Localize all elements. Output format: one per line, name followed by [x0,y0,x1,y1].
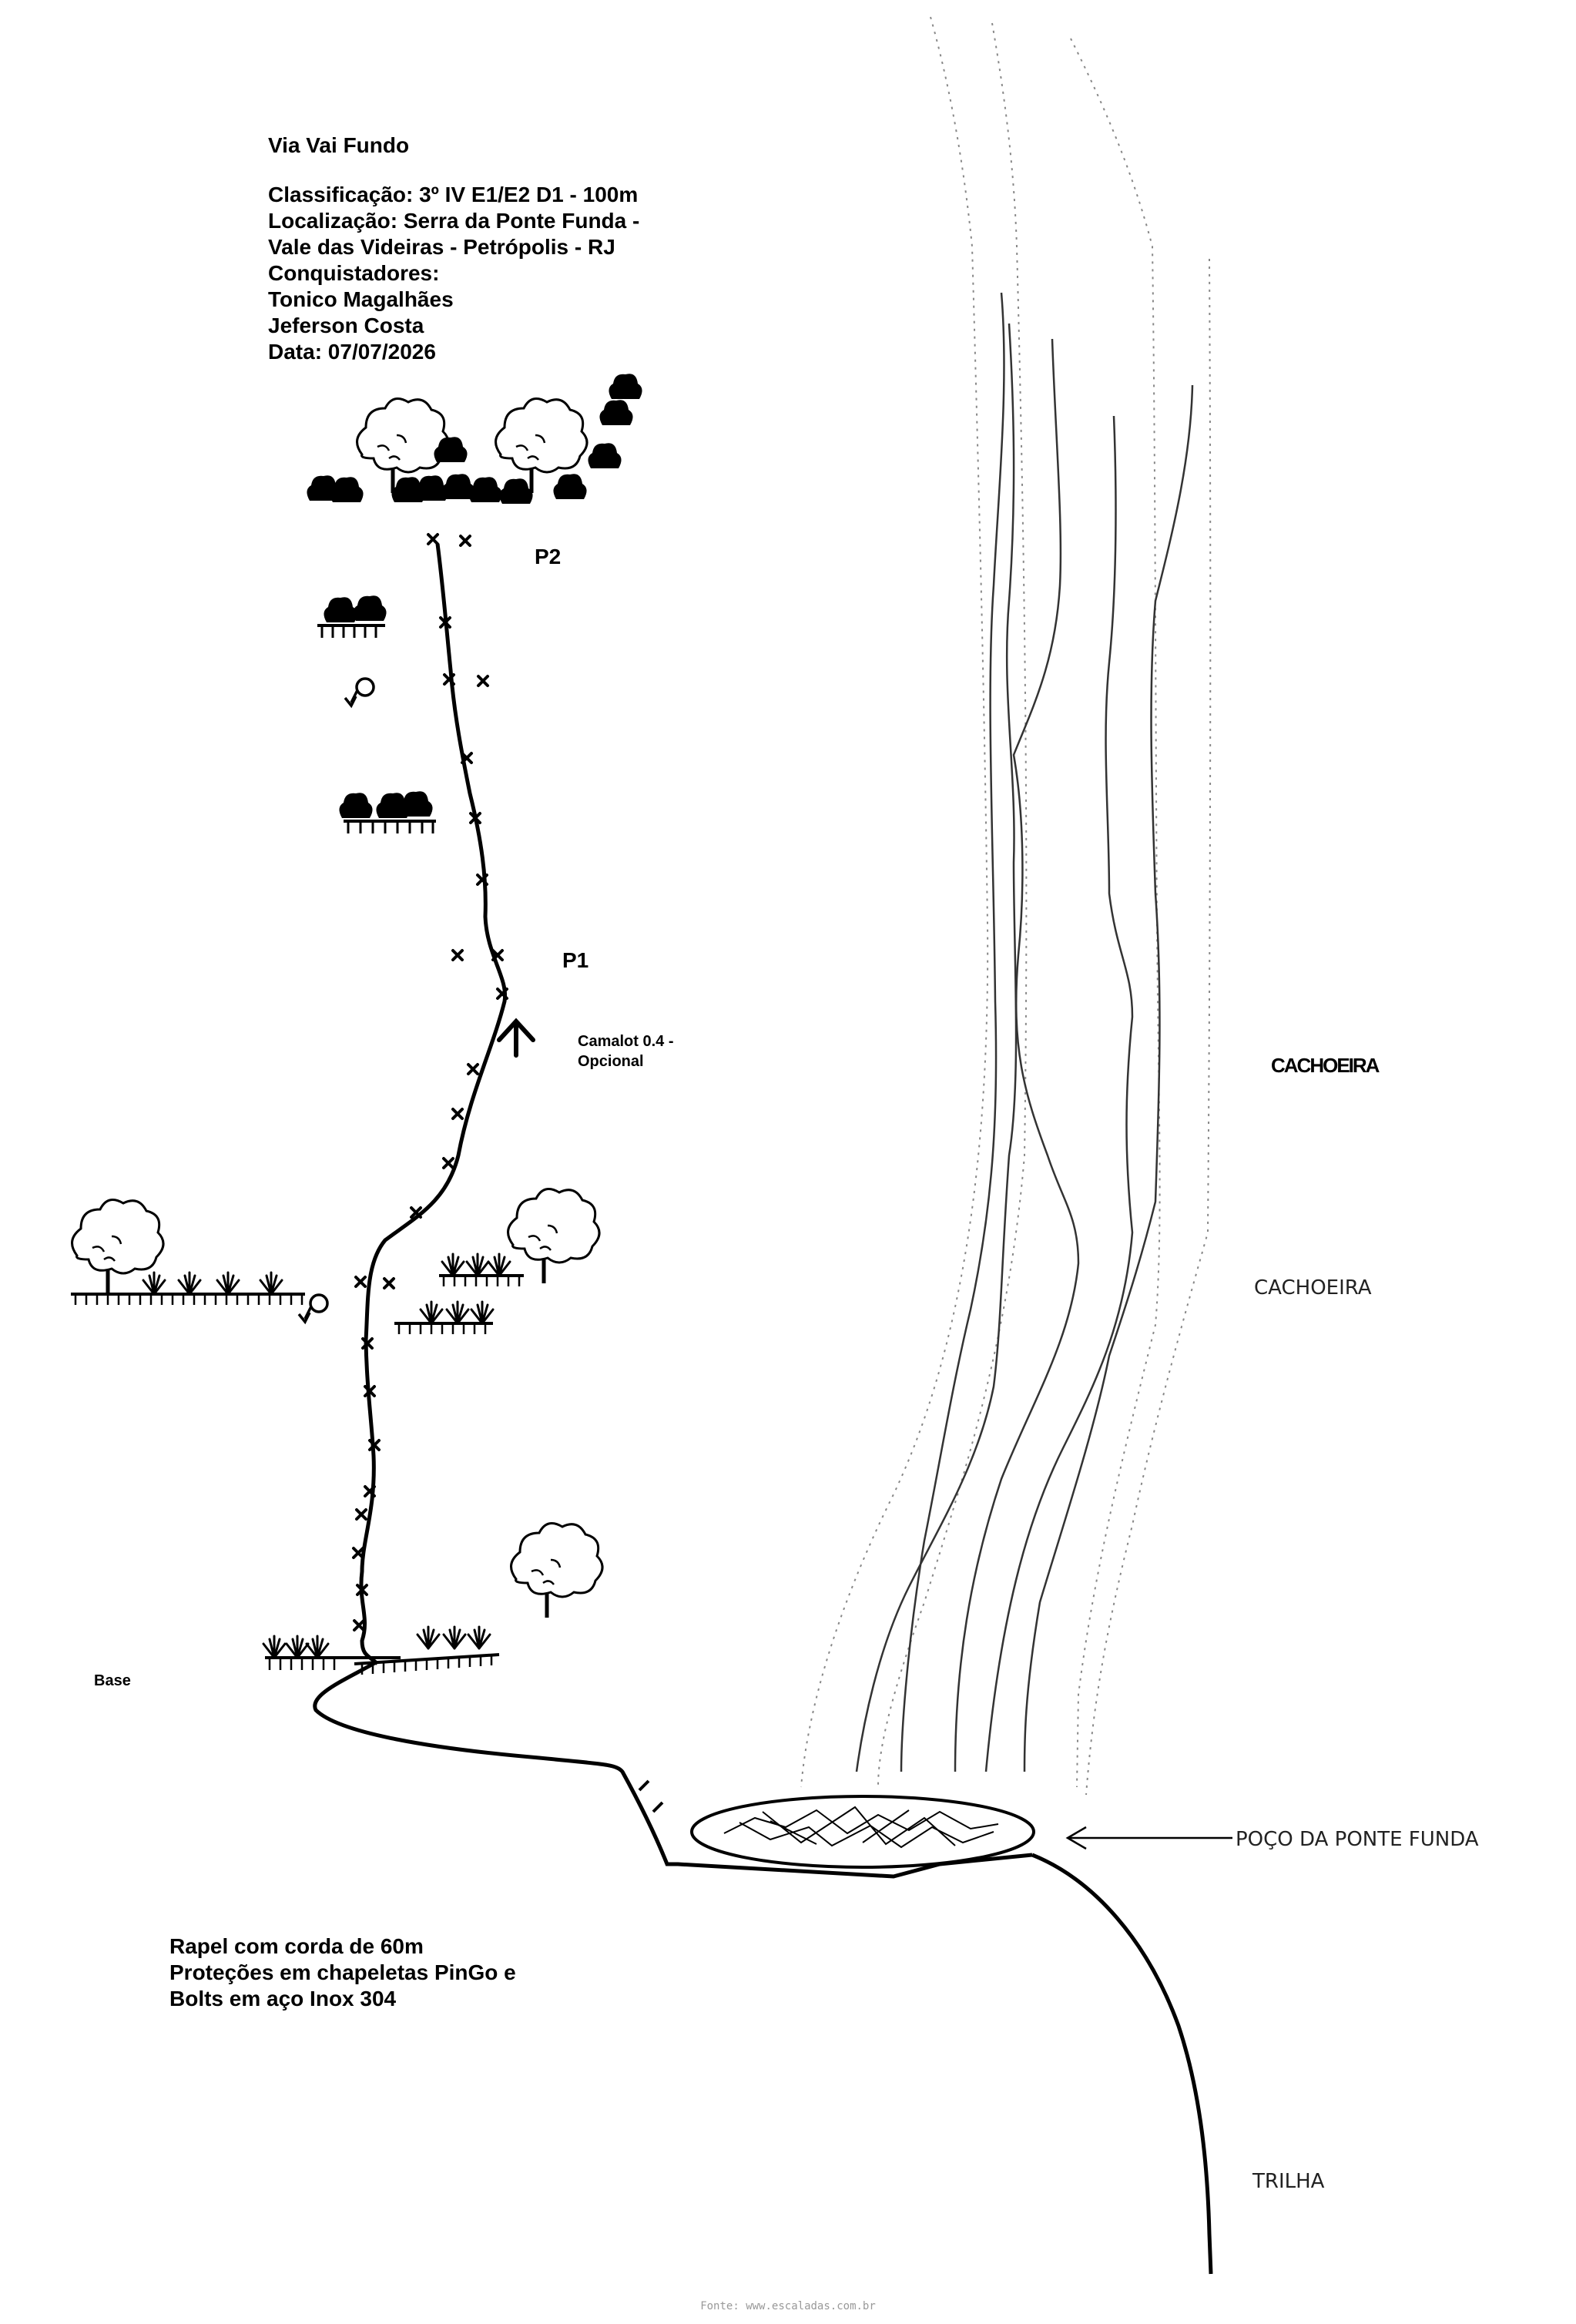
grass-tuft-icon [305,1635,330,1659]
base-label: Base [94,1672,131,1689]
pool-pointer-arrow [1065,1826,1232,1850]
waterfall-label: CACHOEIRA [1254,1276,1372,1299]
grass-tuft-icon [465,1253,490,1277]
tree-icon [508,1189,599,1284]
note-line: Rapel com corda de 60m [169,1934,424,1958]
route-info-line: Vale das Videiras - Petrópolis - RJ [268,235,615,259]
bush-icon [468,477,502,502]
waterfall-label-bold: CACHOEIRA [1271,1054,1380,1077]
grass-tuft-icon [177,1271,202,1296]
grass-tuft-icon [442,1625,467,1650]
tree-icon [511,1524,602,1618]
grass-tuft-icon [487,1253,511,1277]
grass-tuft-icon [285,1635,310,1659]
bolt-icon [355,1508,367,1521]
bush-icon [339,793,373,818]
bush-icon [499,478,533,504]
note-line: Proteções em chapeletas PinGo e [169,1960,516,1984]
grass-tuft-icon [419,1300,444,1325]
route-notes: Rapel com corda de 60m Proteções em chap… [169,1934,516,2010]
bolt-icon [427,533,439,545]
route-info-line: Conquistadores: [268,261,439,285]
bush-icon [609,374,642,399]
cam-arrow-icon [497,1018,535,1058]
bolt-icon [352,1547,364,1559]
grass-tuft-icon [216,1271,240,1296]
route-info-line: Data: 07/07/2026 [268,340,436,364]
grass-tuft-icon [445,1300,470,1325]
grass-tuft-icon [416,1625,441,1650]
bolt-icon [467,1063,479,1075]
grass-tuft-icon [142,1271,166,1296]
bolt-icon [451,1108,464,1120]
bolt-icon [442,1157,454,1169]
route-info-line: Tonico Magalhães [268,287,454,311]
grass-tuft-icon [262,1635,287,1659]
trail-descent [1031,1853,1213,2275]
ledge-middle-right [394,1189,599,1334]
pool-label: POÇO DA PONTE FUNDA [1236,1828,1479,1851]
grass-tuft-icon [259,1271,283,1296]
bush-icon [330,477,364,502]
route-info: Via Vai Fundo Classificação: 3º IV E1/E2… [268,133,639,364]
route-info-line: Localização: Serra da Ponte Funda - [268,209,639,233]
waterfall-lines [800,16,1212,1796]
pool-drawing [690,1795,1035,1869]
belay-p1-label: P1 [562,948,588,972]
route-info-line: Classificação: 3º IV E1/E2 D1 - 100m [268,183,638,206]
bush-icon [353,595,387,621]
camalot-note: Camalot 0.4 - [578,1033,673,1050]
bolt-icon [354,1276,367,1288]
ledge-base [262,1625,500,1675]
grass-tuft-icon [470,1300,495,1325]
route-line [359,543,508,1665]
trail-label: TRILHA [1252,2170,1325,2193]
bush-icon [553,474,587,499]
bush-icon [599,400,633,425]
bolt-icon [459,535,471,547]
summit-vegetation [307,374,642,504]
bolts [352,533,508,1631]
bolt-icon [353,1619,365,1631]
belay-p2-label: P2 [535,545,561,568]
source-footer: Fonte: www.escaladas.com.br [700,2300,876,2312]
bush-icon [324,597,357,622]
grass-tuft-icon [467,1625,491,1650]
bush-icon [588,443,622,468]
route-title: Via Vai Fundo [268,133,409,157]
camalot-note: Opcional [578,1053,644,1070]
approach-trail [313,1660,1033,1879]
rappel-ring-icon [344,677,375,707]
ledge-upper-1 [317,595,387,638]
bolt-icon [477,675,489,687]
note-line: Bolts em aço Inox 304 [169,1987,397,2010]
bolt-icon [451,949,464,961]
ledge-upper-2 [339,791,436,833]
rappel-ring-icon [297,1293,329,1323]
bolt-icon [383,1277,395,1289]
route-info-line: Jeferson Costa [268,314,424,337]
grass-tuft-icon [441,1253,465,1277]
ledge-middle-left [71,1200,305,1305]
bush-icon [399,791,433,817]
